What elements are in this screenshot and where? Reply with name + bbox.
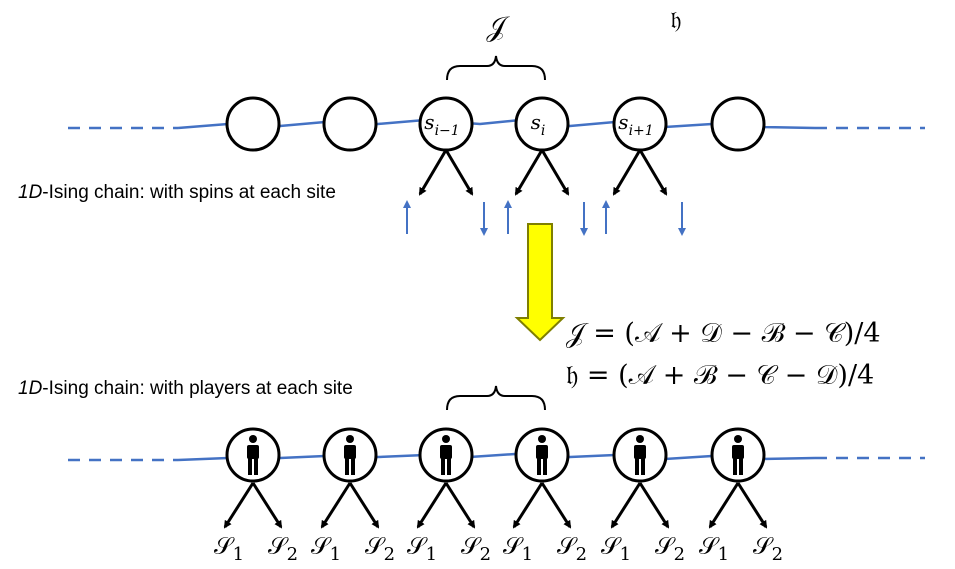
strategy-subscript: 1 bbox=[330, 544, 341, 565]
site-spin-subscript: i bbox=[541, 123, 545, 139]
strategy-subscript: 1 bbox=[718, 544, 729, 565]
strategy-label: 𝒮1 bbox=[503, 532, 533, 565]
strategy-label: 𝒮1 bbox=[214, 532, 244, 565]
strategy-subscript: 2 bbox=[772, 544, 783, 565]
bottom-caption-prefix: 1D bbox=[18, 378, 43, 399]
site-spin-subscript: i+1 bbox=[629, 123, 654, 139]
top-site-3: si−1 bbox=[418, 96, 474, 152]
state-arrow-right bbox=[540, 149, 570, 196]
player-site-2: 𝒮1 𝒮2 bbox=[311, 427, 395, 565]
strategy-arrow-left bbox=[512, 482, 544, 529]
top-site-6 bbox=[710, 96, 766, 152]
transition-arrow bbox=[514, 223, 566, 342]
bottom-caption-text: -Ising chain: with players at each site bbox=[42, 378, 353, 399]
strategy-subscript: 2 bbox=[674, 544, 685, 565]
top-caption-prefix: 1D bbox=[18, 182, 43, 203]
top-site-5: si+1 bbox=[612, 96, 668, 152]
strategy-arrow-right bbox=[444, 482, 476, 529]
player-site-3: 𝒮1 𝒮2 bbox=[407, 427, 491, 565]
strategy-label: 𝒮2 bbox=[461, 532, 491, 565]
bottom-chain bbox=[68, 452, 925, 462]
strategy-arrow-left bbox=[320, 482, 352, 529]
strategy-arrow-left bbox=[708, 482, 740, 529]
bottom-nodes: 𝒮1 𝒮2 𝒮1 𝒮2 𝒮1 𝒮2 𝒮1 𝒮2 𝒮1 𝒮2 𝒮1 𝒮2 bbox=[214, 427, 783, 565]
site-circle bbox=[322, 96, 378, 152]
state-arrow-left bbox=[612, 149, 642, 196]
top-site-4: si bbox=[514, 96, 570, 152]
strategy-label: 𝒮2 bbox=[365, 532, 395, 565]
strategy-subscript: 2 bbox=[384, 544, 395, 565]
strategy-label: 𝒮1 bbox=[407, 532, 437, 565]
strategy-arrow-right bbox=[638, 482, 670, 529]
strategy-label: 𝒮1 bbox=[699, 532, 729, 565]
strategy-subscript: 1 bbox=[233, 544, 244, 565]
strategy-label: 𝒮2 bbox=[655, 532, 685, 565]
strategy-subscript: 2 bbox=[287, 544, 298, 565]
state-arrow-right bbox=[638, 149, 668, 196]
site-spin-subscript: i−1 bbox=[435, 123, 460, 139]
person-icon bbox=[634, 435, 646, 475]
state-arrow-left bbox=[418, 149, 448, 196]
bottom-caption: 1D-Ising chain: with players at each sit… bbox=[18, 378, 353, 400]
top-chain-line bbox=[177, 118, 816, 130]
bottom-coupling-brace bbox=[446, 385, 546, 411]
site-circle bbox=[710, 96, 766, 152]
coupling-equation: 𝒥 = (𝒜 + 𝒟 − ℬ − 𝒞)/4 bbox=[566, 318, 881, 349]
field-equation: 𝔥 = (𝒜 + ℬ − 𝒞 − 𝒟)/4 bbox=[566, 360, 875, 391]
person-icon bbox=[344, 435, 356, 475]
strategy-label: 𝒮1 bbox=[601, 532, 631, 565]
strategy-label: 𝒮2 bbox=[557, 532, 587, 565]
strategy-arrow-right bbox=[348, 482, 380, 529]
state-arrow-right bbox=[444, 149, 474, 196]
top-caption: 1D-Ising chain: with spins at each site bbox=[18, 182, 336, 204]
strategy-subscript: 1 bbox=[426, 544, 437, 565]
strategy-arrow-right bbox=[540, 482, 572, 529]
player-site-6: 𝒮1 𝒮2 bbox=[699, 427, 783, 565]
top-coupling-label: 𝒥 bbox=[486, 10, 510, 43]
top-spins bbox=[403, 149, 686, 236]
top-field-label: 𝔥 bbox=[671, 6, 682, 34]
top-site-1 bbox=[225, 96, 281, 152]
strategy-label: 𝒮1 bbox=[311, 532, 341, 565]
strategy-subscript: 1 bbox=[522, 544, 533, 565]
strategy-label: 𝒮2 bbox=[753, 532, 783, 565]
top-chain bbox=[68, 118, 925, 130]
strategy-arrow-right bbox=[736, 482, 768, 529]
top-nodes: si−1 si si+1 bbox=[225, 96, 766, 152]
site-circle bbox=[225, 96, 281, 152]
person-icon bbox=[732, 435, 744, 475]
strategy-subscript: 1 bbox=[620, 544, 631, 565]
strategy-arrow-left bbox=[416, 482, 448, 529]
strategy-label: 𝒮2 bbox=[268, 532, 298, 565]
strategy-subscript: 2 bbox=[480, 544, 491, 565]
strategy-subscript: 2 bbox=[576, 544, 587, 565]
top-site-2 bbox=[322, 96, 378, 152]
strategy-arrow-left bbox=[610, 482, 642, 529]
player-site-4: 𝒮1 𝒮2 bbox=[503, 427, 587, 565]
top-coupling-brace bbox=[446, 55, 546, 81]
person-icon bbox=[440, 435, 452, 475]
player-site-5: 𝒮1 𝒮2 bbox=[601, 427, 685, 565]
top-caption-text: -Ising chain: with spins at each site bbox=[42, 182, 336, 203]
person-icon bbox=[247, 435, 259, 475]
player-site-1: 𝒮1 𝒮2 bbox=[214, 427, 298, 565]
person-icon bbox=[536, 435, 548, 475]
strategy-arrow-left bbox=[223, 482, 255, 529]
strategy-arrow-right bbox=[251, 482, 283, 529]
bottom-chain-line bbox=[177, 452, 816, 462]
state-arrow-left bbox=[514, 149, 544, 196]
